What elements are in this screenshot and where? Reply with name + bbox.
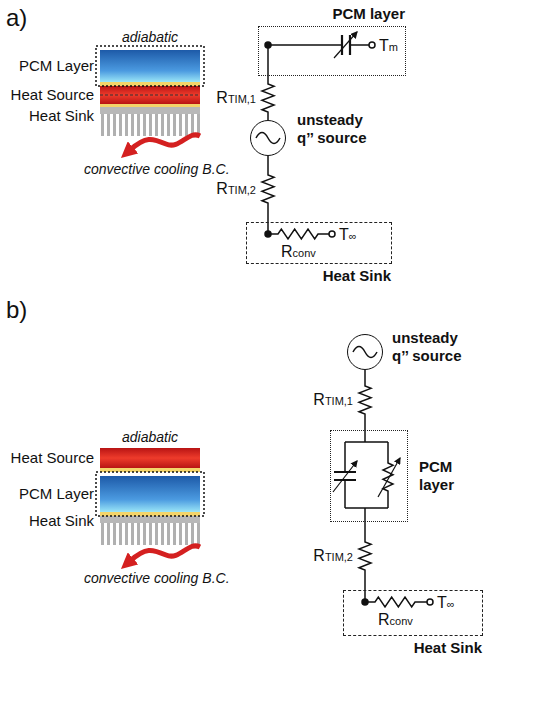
- component-label: Tm: [379, 37, 398, 56]
- boundary-label: adiabatic: [100, 28, 200, 46]
- terminal: [329, 231, 335, 237]
- resistor-label: RTIM,2: [216, 180, 256, 199]
- component-label: Heat Sink: [414, 639, 482, 657]
- component-label: PCM layer: [332, 5, 405, 23]
- component-label: Rconv: [281, 243, 316, 262]
- component-label: T∞: [437, 594, 455, 613]
- pcm-layer: [100, 50, 200, 82]
- resistor-wire: [359, 522, 371, 590]
- pcm-layer: [100, 476, 200, 512]
- circuit-b: [333, 347, 433, 608]
- heat-sink-fins: [100, 523, 200, 545]
- resistor-label: RTIM,1: [313, 391, 353, 410]
- sine-symbol: [256, 133, 280, 144]
- junction-dot: [265, 42, 271, 48]
- layer-label: PCM Layer: [19, 57, 94, 75]
- resistor-label: RTIM,1: [216, 89, 256, 108]
- source-symbol: unsteady q’’ source: [250, 120, 286, 156]
- cooling-arrow: [130, 546, 200, 561]
- boundary-label: adiabatic: [100, 428, 200, 446]
- source-plane: [100, 94, 200, 95]
- layer-label: Heat Source: [11, 86, 94, 104]
- circuit-a: [256, 32, 375, 239]
- boundary-label: convective cooling B.C.: [84, 160, 230, 178]
- wire: [345, 430, 388, 522]
- layer-stack-a: [96, 46, 204, 150]
- resistor-symbol: [383, 442, 393, 508]
- heat-source-layer: [100, 86, 200, 104]
- component-label: PCM layer: [419, 458, 471, 494]
- wire: [268, 45, 369, 76]
- variable-arrow: [333, 461, 357, 492]
- resistor-symbol: [268, 222, 329, 239]
- panel-label: b): [6, 296, 27, 324]
- terminal: [427, 599, 433, 605]
- cooling-arrow: [130, 135, 200, 150]
- resistor-symbol: [365, 590, 427, 607]
- layer-stack-b: [96, 448, 204, 561]
- layer-label: Heat Sink: [29, 107, 94, 125]
- resistor-wire: [359, 370, 371, 430]
- component-label: T∞: [339, 226, 357, 245]
- tim-layer: [100, 104, 200, 107]
- panel-label: a): [6, 4, 27, 32]
- heat-sink-fins: [100, 114, 200, 136]
- component-label: unsteady q’’ source: [392, 329, 470, 365]
- layer-label: Heat Sink: [29, 512, 94, 530]
- resistor-wire: [262, 156, 274, 222]
- pcm-outline: [96, 46, 204, 86]
- sine-symbol: [353, 347, 377, 358]
- layer-label: PCM Layer: [19, 485, 94, 503]
- component-label: unsteady q’’ source: [297, 111, 375, 147]
- variable-arrow: [334, 32, 357, 58]
- heat-sink-base: [100, 516, 200, 523]
- pcm-outline: [96, 472, 204, 516]
- heat-sink-base: [100, 107, 200, 114]
- resistor-label: RTIM,2: [313, 547, 353, 566]
- heat-sink-box: Heat SinkT∞Rconv: [343, 590, 483, 636]
- variable-arrow: [378, 458, 400, 497]
- component-label: Heat Sink: [323, 267, 391, 285]
- boundary-label: convective cooling B.C.: [84, 569, 230, 587]
- junction-dot: [265, 231, 271, 237]
- junction-dot: [362, 599, 368, 605]
- heat-source-layer: [100, 448, 200, 468]
- terminal: [369, 42, 375, 48]
- resistor-wire: [262, 76, 274, 120]
- pcm-circuit-box: PCM layer: [330, 430, 408, 522]
- source-symbol: unsteady q’’ source: [347, 334, 383, 370]
- heat-sink-box: Heat SinkT∞Rconv: [246, 222, 392, 264]
- pcm-circuit-box: PCM layerTm: [258, 26, 406, 76]
- component-label: Rconv: [378, 611, 413, 630]
- layer-label: Heat Source: [11, 449, 94, 467]
